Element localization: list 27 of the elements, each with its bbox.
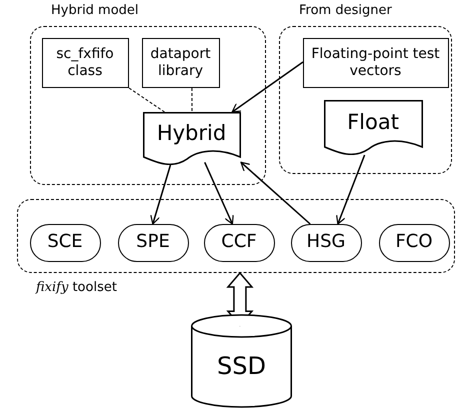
node-label: CCF [221,232,257,253]
node-label: Hybrid [156,120,226,146]
node-label: Float [347,110,399,134]
arrow [336,154,366,225]
process-box [42,38,128,88]
process-box [302,38,448,88]
connector-line [128,88,166,112]
node-label: SSD [217,353,266,381]
node-label: dataport library [149,46,212,79]
arrow [150,164,172,225]
node-label: SCE [47,232,83,253]
database-cylinder [191,314,292,408]
node-label: sc_fxfifo class [55,46,115,79]
node-label: FCO [395,232,433,253]
document-shape [142,112,240,164]
arrow [232,61,304,113]
document-shape [324,100,422,154]
node-label: SPE [136,232,170,253]
arrow [240,162,311,225]
group-heading: fixify toolset [36,280,117,295]
group-heading: Hybrid model [51,3,139,18]
group-heading: From designer [299,3,392,18]
arrow [204,162,234,225]
node-label: HSG [306,232,346,253]
node-label: Floating-point test vectors [310,46,441,79]
process-box [142,38,220,88]
connector-line [191,88,192,112]
